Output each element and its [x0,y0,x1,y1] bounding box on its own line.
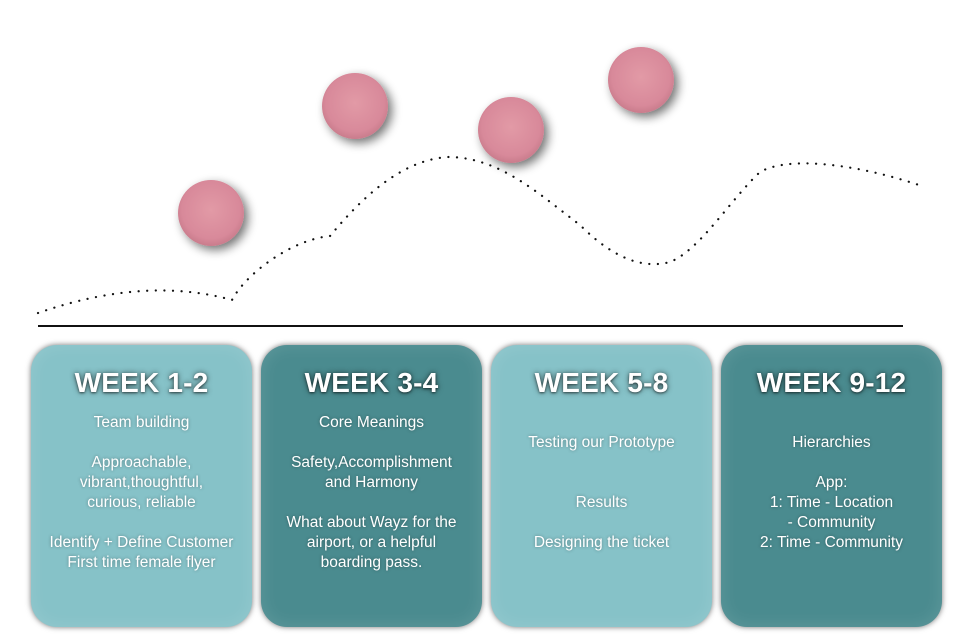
dotted-journey-curve [36,155,924,315]
card-line [721,453,942,473]
card-line: Approachable, [91,454,192,471]
card-title: WEEK 5-8 [534,367,669,398]
card-title: WEEK 3-4 [304,367,439,398]
card-line: Hierarchies [792,434,871,451]
card-line [31,433,252,453]
card-line [491,453,712,473]
card-line: Testing our Prototype [528,434,675,451]
card-line: curious, reliable [87,494,196,511]
card-line: App: [815,474,848,491]
card-title: WEEK 9-12 [756,367,907,398]
card-line [261,433,482,453]
card-line: boarding pass. [320,554,423,571]
card-line: 1: Time - Location [769,494,894,511]
week-card-3-4: WEEK 3-4 Core Meanings Safety,Accomplish… [261,345,482,627]
card-body: Team building Approachable, vibrant,thou… [31,413,252,573]
card-line: Team building [93,414,190,431]
milestone-bubble [322,73,388,139]
week-card-9-12: WEEK 9-12 Hierarchies App: 1: Time - Loc… [721,345,942,627]
week-card-1-2: WEEK 1-2 Team building Approachable, vib… [31,345,252,627]
card-line: Core Meanings [318,414,425,431]
milestone-bubble [178,180,244,246]
card-line: and Harmony [324,474,419,491]
card-line: vibrant,thoughtful, [79,474,204,491]
card-body: Hierarchies App: 1: Time - Location - Co… [721,413,942,553]
card-line [31,513,252,533]
card-line: airport, or a helpful [306,534,437,551]
card-title: WEEK 1-2 [74,367,209,398]
week-card-5-8: WEEK 5-8 Testing our Prototype Results D… [491,345,712,627]
card-body: Testing our Prototype Results Designing … [491,413,712,553]
card-line: Designing the ticket [533,534,670,551]
card-line: First time female flyer [67,554,216,571]
card-line [491,473,712,493]
card-line: Results [575,494,628,511]
card-line [491,513,712,533]
card-body: Core Meanings Safety,Accomplishment and … [261,413,482,573]
card-line [261,493,482,513]
card-line: Identify + Define Customer [49,534,234,551]
card-line: What about Wayz for the [286,514,457,531]
card-line: 2: Time - Community [760,534,903,551]
card-line: - Community [787,514,876,531]
milestone-bubble [478,97,544,163]
card-line [721,413,942,433]
card-line [491,413,712,433]
milestone-bubble [608,47,674,113]
card-line: Safety,Accomplishment [291,454,452,471]
